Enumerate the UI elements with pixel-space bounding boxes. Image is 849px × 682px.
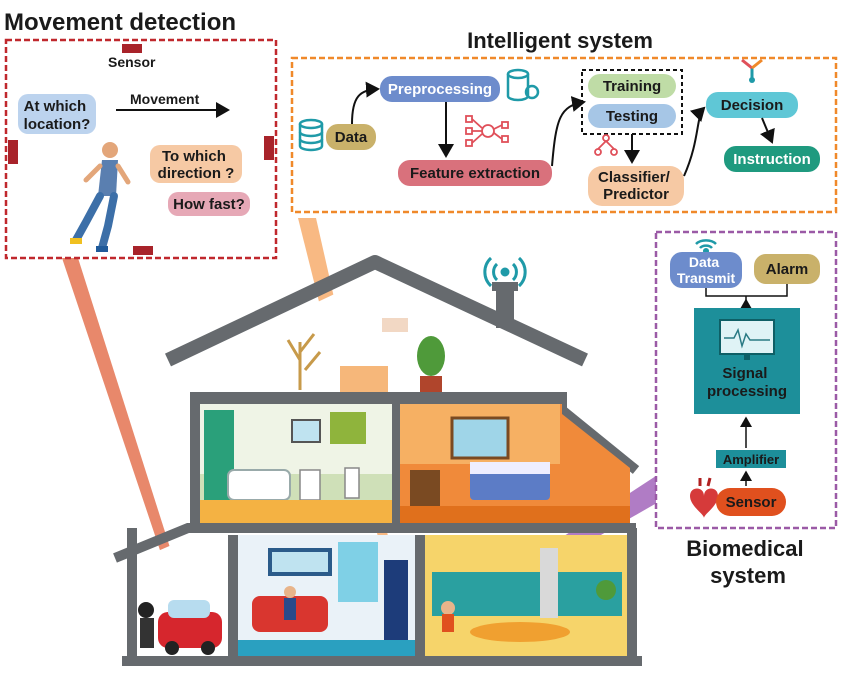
svg-text:Data Transmit: Data Transmit — [677, 254, 736, 286]
instruction-node — [724, 146, 820, 172]
feature-extraction-label: Feature extraction — [410, 165, 540, 182]
data-transmit-line1: Data — [689, 254, 720, 270]
intelligent-system-panel: Intelligent system Data Preprocessing Fe… — [290, 28, 838, 214]
signal-processing-line1: Signal — [722, 365, 767, 382]
garage-room — [137, 538, 228, 656]
data-node — [326, 124, 376, 150]
arrow-feature-training — [551, 96, 586, 167]
alarm-node — [754, 254, 820, 284]
training-node — [588, 74, 676, 98]
svg-text:At which location?: At which location? — [24, 98, 91, 133]
feature-extraction-node — [398, 160, 552, 186]
sensor-right-marker — [264, 136, 274, 160]
tree-icon — [594, 134, 618, 156]
kitchen-room — [425, 535, 627, 656]
direction-question-line1: To which — [162, 148, 226, 165]
data-node-label: Data — [335, 129, 368, 146]
testing-node — [588, 104, 676, 128]
monitor-icon — [719, 319, 775, 360]
biomedical-title-line1: Biomedical — [686, 536, 803, 561]
house-illustration — [113, 255, 642, 666]
database-gear-icon — [506, 68, 540, 102]
sensor-bottom-marker — [133, 246, 153, 255]
bathroom-room — [200, 404, 392, 528]
decision-label: Decision — [721, 97, 784, 114]
speed-question: How fast? — [173, 196, 245, 213]
decision-icon — [741, 58, 763, 83]
movement-detection-panel: Movement detection Sensor Movement At wh… — [4, 9, 278, 260]
network-icon — [465, 115, 509, 147]
sensor-top-marker — [122, 44, 142, 53]
biomedical-title-line2: system — [710, 563, 786, 588]
amplifier-node — [716, 450, 786, 468]
bedroom-room — [400, 404, 630, 528]
sensor-node-label: Sensor — [726, 494, 777, 511]
wifi-antenna-icon — [483, 256, 527, 288]
location-question-line1: At which — [24, 98, 87, 115]
classifier-node — [588, 166, 684, 206]
preprocessing-node — [380, 76, 500, 102]
sensor-left-marker — [8, 140, 18, 164]
arrow-classifier-decision — [683, 106, 706, 177]
movement-arrow-label: Movement — [130, 91, 200, 107]
alarm-label: Alarm — [766, 261, 809, 278]
biomedical-system-panel: Data Transmit Alarm Signal processing Am… — [654, 230, 838, 588]
amplifier-label: Amplifier — [723, 452, 779, 467]
decision-node — [706, 92, 798, 118]
signal-processing-line2: processing — [707, 383, 787, 400]
svg-text:To which direction ?: To which direction ? — [158, 148, 235, 182]
direction-question-line2: direction ? — [158, 165, 235, 182]
data-transmit-line2: Transmit — [677, 270, 736, 286]
speed-question-box — [168, 192, 250, 216]
classifier-line1: Classifier/ — [598, 169, 671, 186]
svg-text:Classifier/ Predictor: Classifier/ Predictor — [598, 169, 674, 203]
classifier-line2: Predictor — [603, 186, 669, 203]
preprocessing-label: Preprocessing — [388, 81, 492, 98]
attic-plant-icon — [286, 318, 445, 392]
movement-beam — [62, 258, 186, 598]
intelligent-title: Intelligent system — [467, 28, 653, 53]
living-room — [238, 535, 415, 656]
instruction-label: Instruction — [733, 151, 811, 168]
database-icon — [298, 118, 324, 152]
svg-text:Signal processing: Signal processing — [707, 365, 787, 400]
data-transmit-node — [670, 252, 742, 288]
runner-icon — [70, 142, 131, 252]
testing-label: Testing — [606, 108, 658, 125]
training-label: Training — [603, 78, 661, 95]
direction-question-box — [150, 145, 242, 183]
location-question-line2: location? — [24, 116, 91, 133]
svg-text:Biomedical system: Biomedical system — [686, 536, 810, 588]
arrow-decision-instruction — [760, 117, 775, 144]
sensor-label: Sensor — [108, 54, 156, 70]
heart-icon — [690, 477, 718, 518]
movement-title: Movement detection — [4, 9, 236, 36]
location-question-box — [18, 94, 96, 134]
sensor-node — [716, 488, 786, 516]
arrow-data-preprocessing — [351, 81, 380, 125]
